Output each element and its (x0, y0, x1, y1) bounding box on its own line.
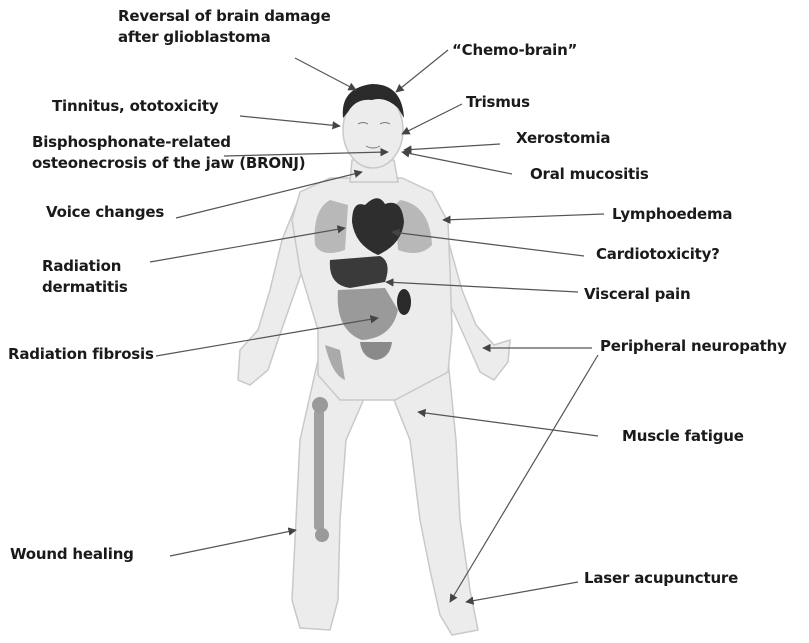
kidney (397, 289, 411, 315)
label-brain-damage: Reversal of brain damage after glioblast… (118, 6, 331, 48)
label-tinnitus: Tinnitus, ototoxicity (52, 96, 218, 117)
label-voice-changes: Voice changes (46, 202, 164, 223)
label-radiation-fibrosis: Radiation fibrosis (8, 344, 154, 365)
label-cardiotoxicity: Cardiotoxicity? (596, 244, 720, 265)
label-oral-mucositis: Oral mucositis (530, 164, 649, 185)
label-lymphoedema: Lymphoedema (612, 204, 732, 225)
label-bronj-line1: Bisphosphonate-related (32, 132, 305, 153)
label-laser-acupuncture: Laser acupuncture (584, 568, 738, 589)
label-brain-damage-line1: Reversal of brain damage (118, 6, 331, 27)
label-brain-damage-line2: after glioblastoma (118, 27, 331, 48)
label-trismus: Trismus (466, 92, 530, 113)
label-radiation-dermatitis: Radiation dermatitis (42, 256, 128, 298)
label-bronj: Bisphosphonate-related osteonecrosis of … (32, 132, 305, 174)
label-chemo-brain: “Chemo-brain” (452, 40, 577, 61)
label-radiation-dermatitis-line2: dermatitis (42, 277, 128, 298)
label-visceral-pain: Visceral pain (584, 284, 690, 305)
label-radiation-dermatitis-line1: Radiation (42, 256, 128, 277)
label-xerostomia: Xerostomia (516, 128, 610, 149)
label-muscle-fatigue: Muscle fatigue (622, 426, 744, 447)
label-wound-healing: Wound healing (10, 544, 134, 565)
label-bronj-line2: osteonecrosis of the jaw (BRONJ) (32, 153, 305, 174)
label-peripheral-neuropathy: Peripheral neuropathy (600, 336, 787, 357)
